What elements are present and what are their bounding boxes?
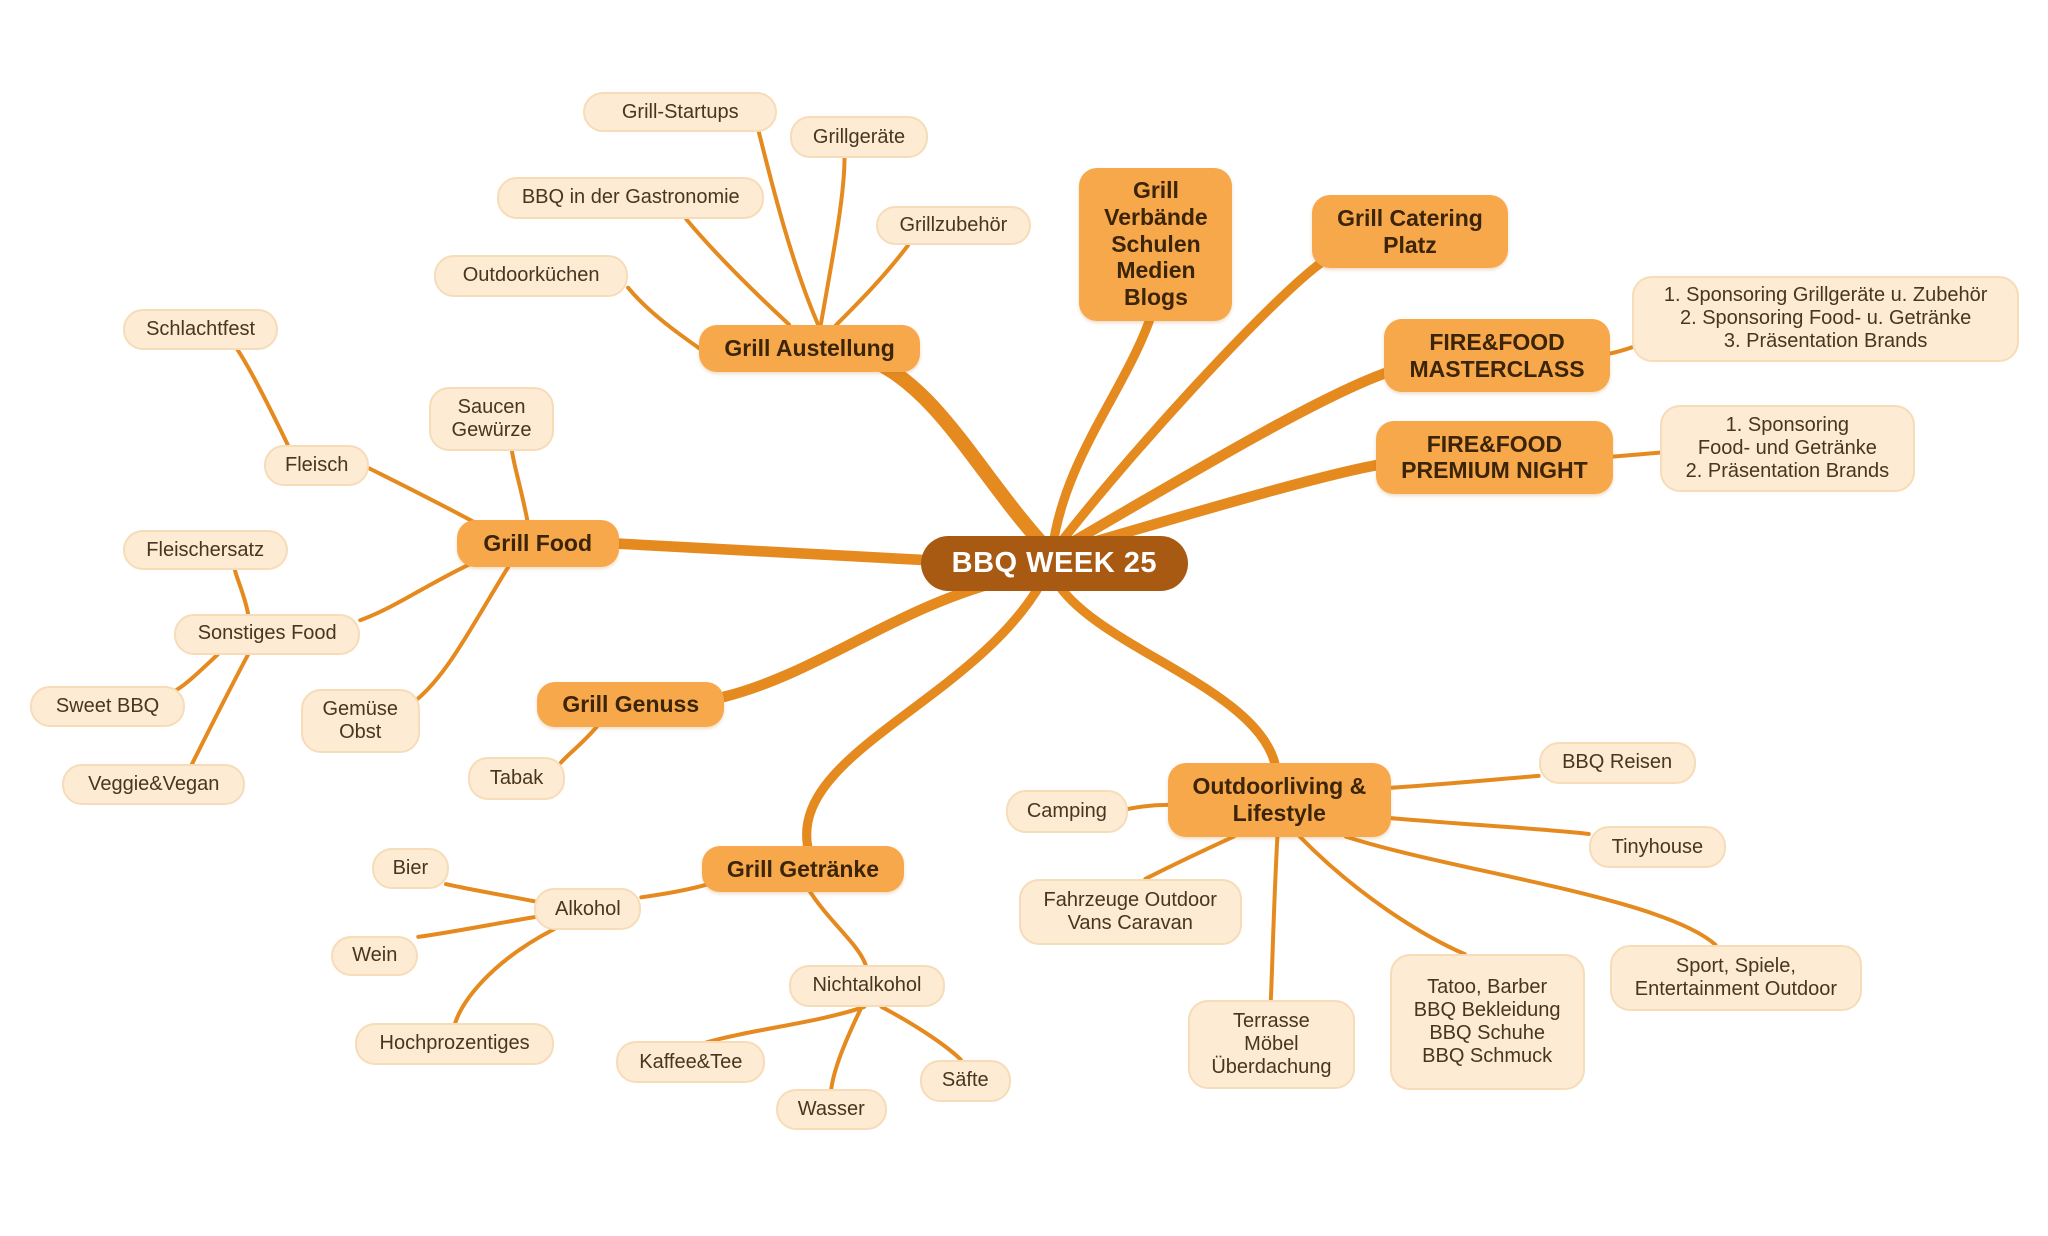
tinyhouse-node[interactable]: Tinyhouse (1588, 826, 1727, 869)
edge-aus-geraete (818, 156, 847, 327)
edge-aus-zubehoer (829, 243, 910, 332)
wein-node[interactable]: Wein (331, 935, 419, 977)
saefte-node[interactable]: Säfte (919, 1059, 1011, 1102)
fleischersatz-node[interactable]: Fleischersatz (122, 530, 288, 571)
edge-nicht-saefte (879, 1004, 963, 1062)
edge-aus-kuechen (626, 285, 702, 351)
edge-food-fleisch (367, 466, 478, 525)
edge-root-masterclass (1046, 366, 1394, 560)
alkohol-node[interactable]: Alkohol (534, 888, 642, 931)
fahrzeuge-node[interactable]: Fahrzeuge Outdoor Vans Caravan (1018, 878, 1242, 945)
fleisch-node[interactable]: Fleisch (263, 444, 370, 486)
outdoorliving-node[interactable]: Outdoorliving & Lifestyle (1167, 762, 1391, 837)
sonstiges-food-node[interactable]: Sonstiges Food (174, 613, 361, 655)
edge-food-gemuese (415, 565, 510, 702)
masterclass-node[interactable]: FIRE&FOOD MASTERCLASS (1384, 319, 1610, 392)
grillzubehoer-node[interactable]: Grillzubehör (876, 205, 1031, 246)
bbq-reisen-node[interactable]: BBQ Reisen (1538, 741, 1696, 784)
grill-verbaende-node[interactable]: Grill Verbände Schulen Medien Blogs (1079, 167, 1233, 321)
edge-sonst-sweet (169, 652, 220, 695)
grill-catering-node[interactable]: Grill Catering Platz (1311, 195, 1509, 268)
masterclass-detail-node[interactable]: 1. Sponsoring Grillgeräte u. Zubehör 2. … (1632, 275, 2019, 362)
sport-node[interactable]: Sport, Spiele, Entertainment Outdoor (1609, 944, 1862, 1011)
edge-sonst-fleischersatz (232, 568, 251, 616)
edge-out-camping (1126, 802, 1170, 811)
camping-node[interactable]: Camping (1005, 790, 1129, 833)
edge-aus-gastro (684, 217, 792, 327)
bbq-gastronomie-node[interactable]: BBQ in der Gastronomie (497, 176, 765, 220)
saucen-node[interactable]: Saucen Gewürze (428, 386, 555, 452)
premium-detail-node[interactable]: 1. Sponsoring Food- und Getränke 2. Präs… (1660, 405, 1915, 493)
edge-food-saucen (510, 449, 530, 525)
edge-get-nicht (808, 890, 868, 967)
edge-out-reisen (1388, 773, 1541, 790)
root-node[interactable]: BBQ WEEK 25 (921, 535, 1188, 592)
wasser-node[interactable]: Wasser (775, 1088, 887, 1130)
veggie-vegan-node[interactable]: Veggie&Vegan (62, 764, 246, 805)
edge-nicht-wasser (829, 1004, 864, 1091)
edge-food-sonstiges (358, 562, 471, 623)
edge-root-catering (1047, 259, 1325, 559)
edge-out-tatoo (1297, 834, 1467, 957)
edge-premium-detail (1610, 450, 1662, 459)
tatoo-node[interactable]: Tatoo, Barber BBQ Bekleidung BBQ Schuhe … (1389, 954, 1585, 1090)
gemuese-node[interactable]: Gemüse Obst (300, 688, 420, 754)
sweet-bbq-node[interactable]: Sweet BBQ (30, 686, 185, 728)
edge-root-food (613, 538, 969, 568)
edge-out-tiny (1388, 816, 1591, 836)
edge-root-verbaende (1047, 316, 1154, 559)
grill-food-node[interactable]: Grill Food (456, 519, 619, 568)
edge-root-genuss (719, 575, 1009, 702)
schlachtfest-node[interactable]: Schlachtfest (122, 308, 279, 350)
kaffee-tee-node[interactable]: Kaffee&Tee (616, 1041, 766, 1084)
outdoorkuechen-node[interactable]: Outdoorküchen (434, 254, 629, 297)
grill-getraenke-node[interactable]: Grill Getränke (702, 845, 904, 893)
edge-root-getraenke (802, 576, 1048, 851)
edge-root-austellung (870, 355, 1059, 562)
edge-alk-wein (416, 915, 537, 939)
terrasse-node[interactable]: Terrasse Möbel Überdachung (1187, 1000, 1356, 1089)
edge-genuss-tabak (558, 725, 599, 765)
bier-node[interactable]: Bier (372, 848, 449, 890)
edge-fleisch-schlacht (235, 347, 290, 447)
tabak-node[interactable]: Tabak (468, 757, 565, 800)
edge-out-terrasse (1268, 834, 1280, 1003)
grill-genuss-node[interactable]: Grill Genuss (537, 682, 725, 728)
hochprozentiges-node[interactable]: Hochprozentiges (354, 1022, 555, 1065)
edge-root-outdoor (1051, 576, 1280, 768)
premium-night-node[interactable]: FIRE&FOOD PREMIUM NIGHT (1376, 420, 1613, 494)
grill-startups-node[interactable]: Grill-Startups (583, 92, 778, 132)
edge-sonst-veggie (189, 652, 251, 768)
edge-out-fahrzeuge (1143, 834, 1236, 881)
nichtalkohol-node[interactable]: Nichtalkohol (789, 964, 945, 1007)
edge-nicht-kaffee (704, 1004, 867, 1045)
edge-get-alkohol (639, 882, 711, 900)
edge-alk-hoch (453, 927, 557, 1025)
edge-alk-bier (444, 882, 537, 904)
edge-master-detail (1607, 345, 1635, 356)
edge-aus-startups (756, 130, 821, 327)
grill-austellung-node[interactable]: Grill Austellung (699, 324, 920, 373)
edge-out-sport (1344, 834, 1718, 947)
grillgeraete-node[interactable]: Grillgeräte (790, 116, 928, 159)
